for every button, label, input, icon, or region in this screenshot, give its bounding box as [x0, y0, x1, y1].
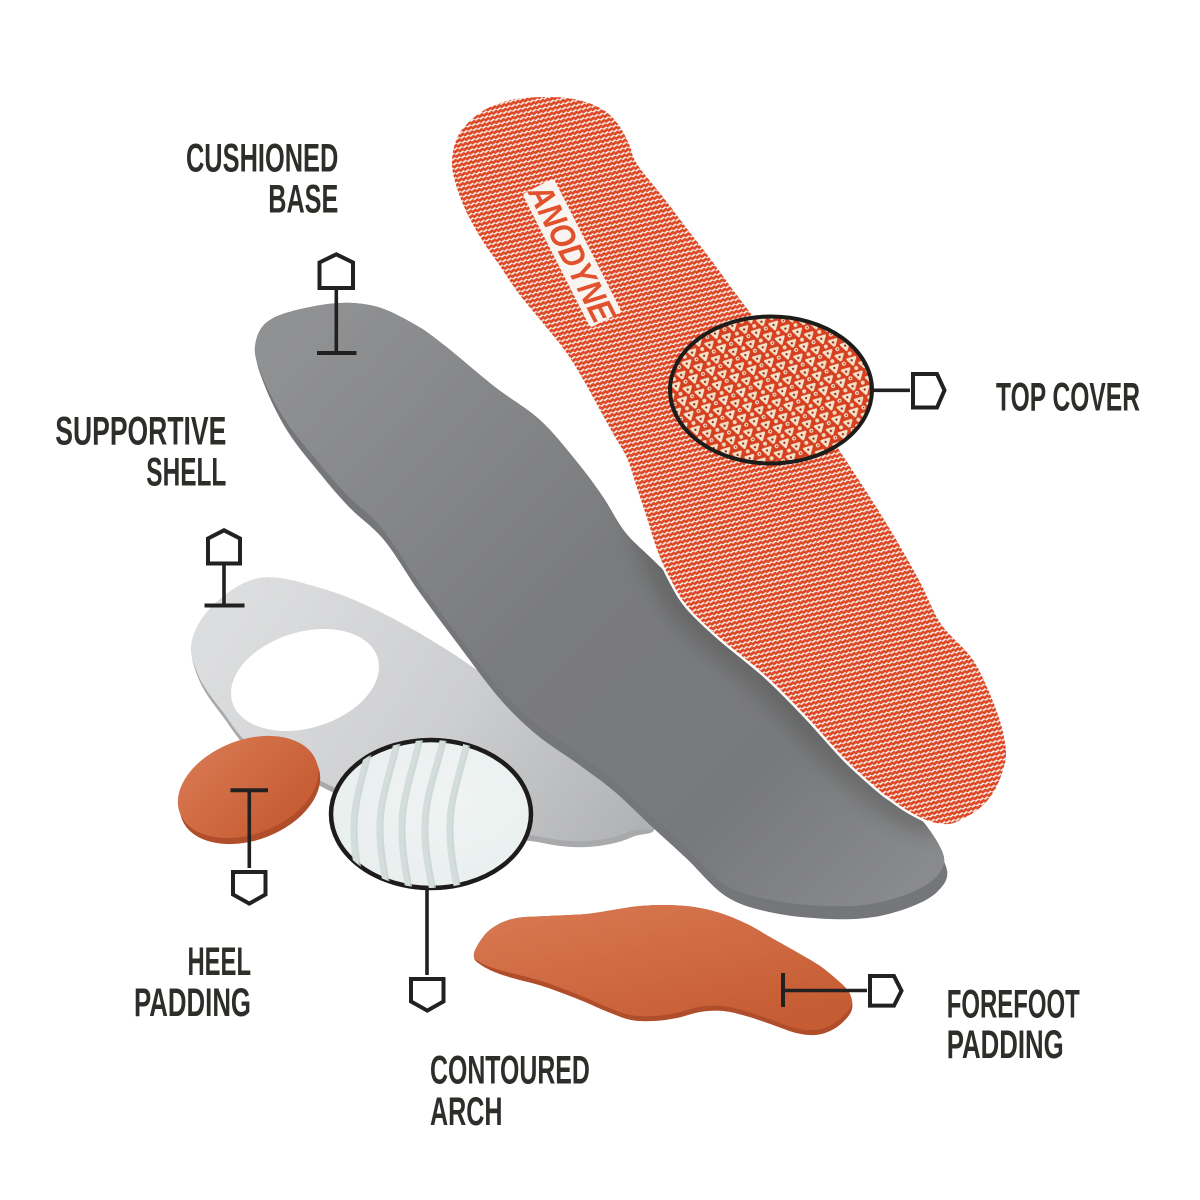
svg-text:SUPPORTIVE: SUPPORTIVE [55, 410, 226, 453]
svg-text:FOREFOOT: FOREFOOT [947, 981, 1080, 1026]
svg-text:SHELL: SHELL [146, 449, 226, 494]
svg-text:BASE: BASE [268, 178, 338, 222]
svg-text:CONTOURED: CONTOURED [430, 1048, 590, 1092]
svg-text:TOP COVER: TOP COVER [996, 374, 1140, 418]
svg-text:CUSHIONED: CUSHIONED [186, 137, 338, 181]
svg-text:ARCH: ARCH [430, 1090, 502, 1134]
svg-text:PADDING: PADDING [134, 982, 251, 1026]
svg-text:HEEL: HEEL [187, 939, 251, 984]
svg-text:PADDING: PADDING [947, 1024, 1064, 1068]
